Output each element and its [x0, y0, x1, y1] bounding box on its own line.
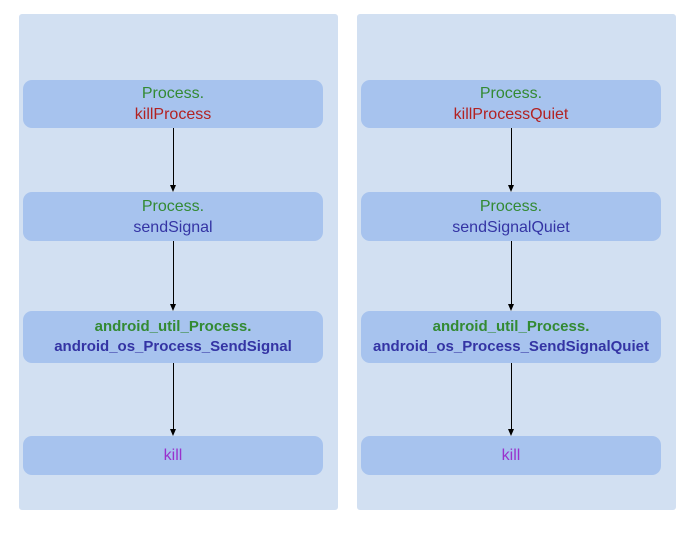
- flow-node-native-sendsignalquiet: android_util_Process. android_os_Process…: [361, 311, 661, 363]
- node-class-label: android_util_Process.: [432, 318, 590, 335]
- arrow-down-icon: [507, 241, 516, 311]
- flow-node-killprocessquiet: Process. killProcessQuiet: [361, 80, 661, 128]
- flow-node-kill-syscall: kill: [23, 436, 323, 475]
- arrow-head: [170, 429, 176, 436]
- node-class-label: Process.: [141, 197, 205, 215]
- node-method-label: killProcess: [134, 106, 212, 123]
- arrow-down-icon: [169, 241, 178, 311]
- flow-panel-killprocessquiet: Process. killProcessQuiet Process. sendS…: [357, 14, 676, 510]
- arrow-shaft: [511, 241, 512, 304]
- arrow-shaft: [511, 363, 512, 429]
- arrow-shaft: [173, 128, 174, 185]
- flow-node-killprocess: Process. killProcess: [23, 80, 323, 128]
- node-method-label: sendSignal: [133, 218, 213, 236]
- arrow-shaft: [173, 363, 174, 429]
- flow-node-kill-syscall: kill: [361, 436, 661, 475]
- arrow-head: [508, 429, 514, 436]
- node-class-label: android_util_Process.: [94, 318, 252, 335]
- arrow-down-icon: [507, 128, 516, 192]
- node-class-label: Process.: [479, 85, 543, 102]
- node-method-label: kill: [163, 447, 183, 464]
- flow-node-native-sendsignal: android_util_Process. android_os_Process…: [23, 311, 323, 363]
- flow-node-sendsignalquiet: Process. sendSignalQuiet: [361, 192, 661, 241]
- arrow-head: [508, 304, 514, 311]
- arrow-down-icon: [169, 128, 178, 192]
- flow-panel-killprocess: Process. killProcess Process. sendSignal…: [19, 14, 338, 510]
- arrow-shaft: [173, 241, 174, 304]
- arrow-down-icon: [507, 363, 516, 436]
- node-class-label: Process.: [479, 197, 543, 215]
- node-method-label: kill: [501, 447, 521, 464]
- node-method-label: killProcessQuiet: [453, 106, 569, 123]
- node-method-label: android_os_Process_SendSignal: [54, 338, 292, 355]
- arrow-head: [170, 185, 176, 192]
- node-method-label: android_os_Process_SendSignalQuiet: [373, 338, 649, 355]
- arrow-down-icon: [169, 363, 178, 436]
- arrow-shaft: [511, 128, 512, 185]
- node-method-label: sendSignalQuiet: [452, 218, 570, 236]
- arrow-head: [170, 304, 176, 311]
- arrow-head: [508, 185, 514, 192]
- node-class-label: Process.: [141, 85, 205, 102]
- flow-node-sendsignal: Process. sendSignal: [23, 192, 323, 241]
